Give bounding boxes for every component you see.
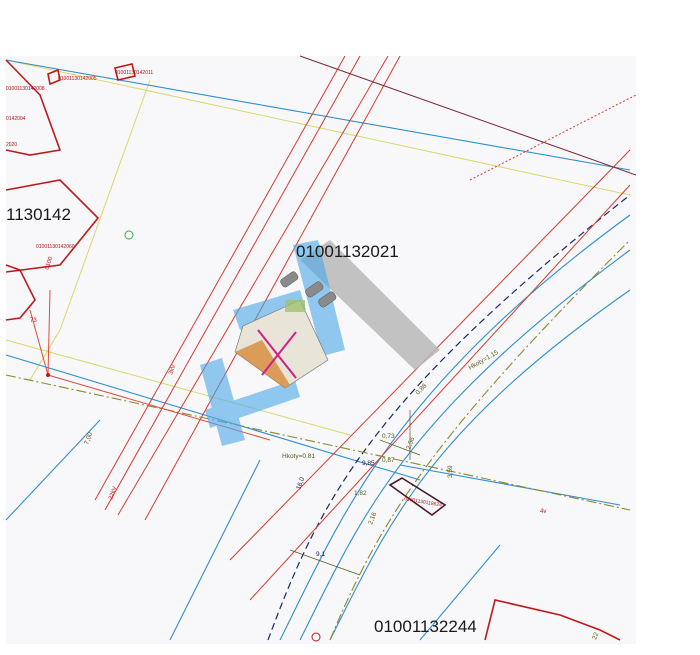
tree-marker xyxy=(124,230,134,240)
gas-lines xyxy=(5,239,631,641)
annotation-dark-2: 16,0 xyxy=(295,476,306,491)
annotation-olive-2: 2,56 xyxy=(405,436,416,451)
parcel-number-top-small: 01001130142011 xyxy=(115,70,153,76)
annotation-olive-3: 0,87 xyxy=(382,457,395,464)
annotation-dark-1: 9,85 xyxy=(362,460,375,467)
parcel-number-left-small-3: 2020 xyxy=(6,142,17,148)
annotation-olive-8: 7,00 xyxy=(83,431,94,446)
survey-point xyxy=(46,373,50,377)
annotation-red-5: 4v xyxy=(540,509,546,515)
red-dotted-line xyxy=(469,94,637,181)
parcel-boundaries xyxy=(5,59,631,436)
highlight-markers xyxy=(200,240,345,446)
annotation-olive-7: 2,16 xyxy=(367,511,378,526)
annotation-red-1: d100 xyxy=(44,255,54,270)
maroon-line xyxy=(299,55,637,176)
parcel-number-center: 01001132021 xyxy=(296,242,399,261)
annotation-red-3: 3kV xyxy=(168,364,177,376)
parcel-number-left-small-1: 01001130142008 xyxy=(6,86,45,92)
annotation-olive-5: 3,59 xyxy=(447,465,454,478)
parcel-number-left-mid: 01001130142060 xyxy=(36,244,75,250)
red-parcels xyxy=(5,59,621,641)
paving-strip xyxy=(300,240,440,370)
parcel-number-left-small-2: 0142004 xyxy=(6,116,26,122)
annotation-olive-6: 1,82 xyxy=(354,490,367,497)
annotation-red-4: 22kV xyxy=(108,486,118,501)
pipeline-dashed xyxy=(267,194,631,641)
annotation-dark-3: 9,1 xyxy=(316,551,325,558)
dimension-lines xyxy=(289,410,421,576)
annotation-misc-1: 22 xyxy=(591,631,600,641)
parcel-number-bottom: 01001132244 xyxy=(374,617,477,636)
right-parcel-box xyxy=(388,477,447,516)
annotation-hkoty-1: Hkoty=0.81 xyxy=(282,453,315,460)
parcel-number-left: 1130142 xyxy=(6,205,71,224)
parcel-number-top-left-small: 01001130142005 xyxy=(58,76,97,82)
annotation-red-2: 73 xyxy=(30,318,37,324)
car-icons xyxy=(280,271,337,308)
building-plan xyxy=(234,299,329,389)
annotation-olive-1: 0,73 xyxy=(382,433,395,440)
bottom-marker xyxy=(311,632,321,642)
